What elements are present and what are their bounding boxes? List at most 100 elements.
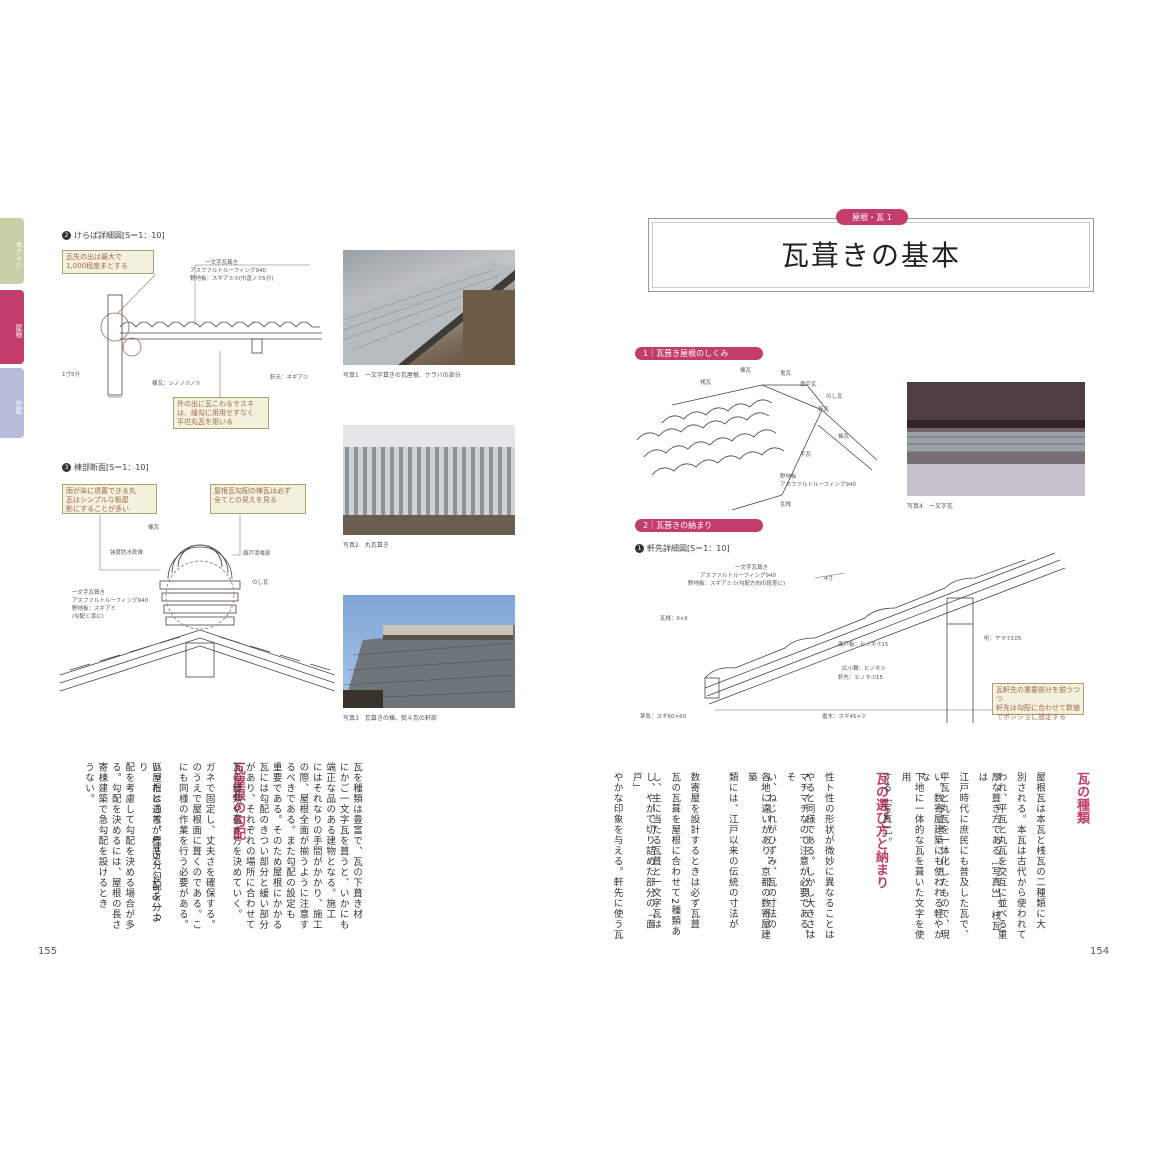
fig1-label-4: 瓦桟：ⅠⅠ×ⅠⅠ	[660, 616, 688, 622]
text-column: し、主に当たる瓦葺と一文字瓦は	[650, 772, 661, 930]
photo-4-caption: 写真4 一文字瓦	[907, 503, 953, 510]
photo-2-caption: 写真2 丸瓦葺き	[343, 542, 389, 549]
sec1-label-3: 鬼瓦	[780, 371, 792, 377]
fig3-label-1: 棟瓦	[148, 525, 160, 531]
left-page-number: 155	[38, 946, 58, 957]
text-column: 瓦の種類や葺き方を決めていく。	[230, 762, 242, 920]
fig1-note: 瓦軒先の重要部分を揃うつつ 軒先は勾配に合わせて数値 でポジショに設定する	[992, 683, 1084, 721]
text-column: われ、平瓦と丸瓦を交互に並べる重	[995, 772, 1007, 940]
text-column: する［写真1］。	[880, 772, 892, 848]
sidebar-tab-2[interactable]: 屋根	[0, 290, 24, 364]
right-text-body: 屋根瓦は本瓦と桟瓦の二種類に大別される。本瓦は古代から使われてわれ、平瓦と丸瓦を…	[612, 772, 1065, 942]
text-column: 類には、江戸以来の伝統の寸法が	[726, 772, 738, 930]
fig3-label-7: 野地板：スギアミ	[72, 606, 116, 612]
fig2-heading: 2 けらば詳細図[S＝1：10]	[62, 230, 165, 241]
text-column: 瓦屋根は通常、4寸5分勾配を一つ	[150, 762, 161, 924]
photo-3	[343, 595, 515, 708]
text-column: い、ねじれがひずみ、瓦の寸法の	[765, 772, 777, 930]
text-column: の際、屋根全面が揃うように注意す	[297, 762, 309, 930]
fig2-label-4: 軒天：ネギア⑦	[270, 375, 308, 381]
text-column: いったところが標準で、4寸5分より	[136, 762, 161, 924]
sec1-label-5: のし瓦	[826, 394, 843, 400]
text-column: があり、それぞれの場所に合わせて	[243, 762, 255, 930]
text-column: 平瓦と丸瓦を一体化したもので、現	[938, 772, 949, 940]
text-column: のうえで屋根面に葺くのである。こ	[190, 762, 202, 930]
text-column: 数寄屋を設計するときは必ず瓦葺	[688, 772, 700, 930]
right-page-number: 154	[1090, 946, 1110, 957]
text-column: 性ト性の形状が微妙に異なることは	[822, 772, 834, 940]
sec1-label-4: 面戸瓦	[800, 382, 817, 388]
text-column: 別される。本瓦は古代から使われて	[1014, 772, 1026, 940]
right-text-heading-2: 瓦の選び方と納まり	[873, 772, 888, 889]
text-column: 配を考慮して勾配を決める場合が多	[123, 762, 135, 930]
sec1-label-7: 袖瓦	[838, 434, 850, 440]
fig3-label-2: 強度防水乾燥	[110, 550, 144, 556]
left-text-body: 瓦を種類は豊富で、瓦の下葺き材にかご一文字瓦を葺うと、いかにも端正な品のある建物…	[83, 762, 362, 932]
fig1-label-10: 4寸	[824, 576, 833, 582]
sec1-label-6: 軒瓦	[818, 407, 830, 413]
fig2-label-2: アスファルトルーフィング940	[190, 268, 267, 274]
section-tag: 屋根・瓦 1	[836, 209, 908, 225]
fig2-note-bottom: 外の出に瓦こわるサスネ は、緩勾に用用せすなく 平坦丸瓦を用いる	[173, 397, 269, 429]
text-column: 瓦には勾配のきつい部分と緩い部分	[257, 762, 269, 930]
photo-1	[343, 250, 515, 365]
text-column: るべきである。また勾配の設定も	[284, 762, 295, 920]
fig3-label-6: アスファルトルーフィング940	[72, 598, 149, 604]
photo-1-caption: 写真1 一文字葺きの瓦屋根、ケラバの部分	[343, 372, 461, 379]
fig1-label-5: 面戸板：ヒノキ⑦15	[838, 642, 889, 648]
text-column: 各地に違いがあり、京都の数寄屋建築	[746, 772, 770, 940]
fig1-drawing	[704, 552, 1066, 723]
fig2-title: けらば詳細図[S＝1：10]	[74, 231, 165, 240]
fig1-label-8: 垂木：スギ45×⑦	[822, 714, 867, 720]
text-column: 瓦の瓦葺を屋根に合わせて2種類あ	[669, 772, 681, 937]
fig1-label-2: アスファルトルーフィング940	[700, 573, 777, 579]
photo-2	[343, 425, 515, 535]
section-2-bar: 2｜瓦葺きの納まり	[635, 519, 763, 532]
fig3-note-right: 屋根瓦勾配の棟瓦は必ず 全てとの見えを見る	[210, 484, 306, 514]
text-column: 寄棟建築で急勾配を設けるとき	[96, 762, 108, 909]
text-column: る。勾配を決めるには、屋根の長さ	[109, 762, 121, 930]
fig3-drawing	[60, 515, 335, 692]
text-column: にも同様の作業を行う必要がある。	[176, 762, 188, 930]
fig2-label-6: 1寸5分	[62, 372, 80, 378]
sec1-label-1: 棟瓦	[740, 368, 752, 374]
text-column: やると同様である。しかし大きさは	[803, 772, 815, 940]
text-column: やかな印象を与える。軒先に使う瓦	[611, 772, 623, 940]
text-column: し、やがて切り詰めた部分の「面戸」	[630, 772, 655, 930]
sec1-drawing	[636, 384, 878, 511]
photo-3-caption: 写真3 瓦葺きの棟。熨斗瓦の軒部	[343, 715, 437, 722]
sidebar-tab-1[interactable]: 木ナイシ	[0, 218, 24, 284]
sidebar-tab-3[interactable]: 外壁	[0, 368, 24, 438]
right-text-heading-1: 瓦の種類	[1074, 772, 1089, 824]
section-1-bar: 1｜瓦葺き屋根のしくみ	[635, 347, 763, 360]
sec1-label-8: 平瓦	[800, 452, 812, 458]
text-column: 端正な品のある建物となる。施工	[324, 762, 336, 920]
text-column: 重要である。そのため屋根にかかる	[270, 762, 282, 930]
fig3-title: 棟部断面[S＝1：10]	[74, 463, 149, 472]
text-column: 屋根瓦は本瓦と桟瓦の二種類に大	[1034, 772, 1045, 930]
text-column: にかご一文字瓦を葺うと、いかにも	[337, 762, 349, 930]
fig1-label-1: 一文字瓦葺き	[735, 565, 769, 571]
text-column: 下地に一体的な瓦を葺いた文字を使用	[899, 772, 924, 940]
text-column: ガネで固定し、丈夫さを確保する。	[203, 762, 215, 930]
fig3-note-left: 雨が染に退置できる丸 瓦はシンプルな板屋 影にすることが多い	[62, 484, 157, 514]
text-column: にはそれなりの手間がかかり、施工	[310, 762, 322, 930]
text-column: 瓦を種類は豊富で、瓦の下葺き材	[351, 762, 362, 920]
text-column: い。数寄屋建築にも使われる軽やかな	[918, 772, 943, 940]
fig2-label-5: 棟瓦：シノノ⑦ノ⑦	[152, 381, 201, 387]
fig1-label-7: 軒先：ヒノキ⑦15	[838, 675, 883, 681]
fig3-heading: 3 棟部断面[S＝1：10]	[62, 462, 149, 473]
sec1-label-9: 野地板	[780, 474, 797, 480]
fig2-number: 2	[62, 231, 71, 240]
fig2-label-1: 一文字瓦葺き	[205, 260, 239, 266]
fig2-note-top: 瓦先の出は最大で 1,000程度まとする	[62, 250, 154, 274]
sec1-label-2: 桟瓦	[700, 380, 712, 386]
fig3-label-5: 一文字瓦葺き	[72, 590, 106, 596]
fig1-title: 軒先詳細図[S＝1：10]	[647, 544, 730, 553]
fig2-drawing	[100, 264, 322, 398]
fig3-label-3: 面戸漆喰部	[243, 551, 271, 557]
text-column: 江戸時代に庶民にも普及した瓦で、	[957, 772, 969, 940]
text-column: マチマチなので注意が必要である。そ	[784, 772, 809, 940]
sec1-label-10: アスファルトルーフィング940	[780, 482, 857, 488]
sec1-label-11: 瓦桟	[780, 502, 792, 508]
